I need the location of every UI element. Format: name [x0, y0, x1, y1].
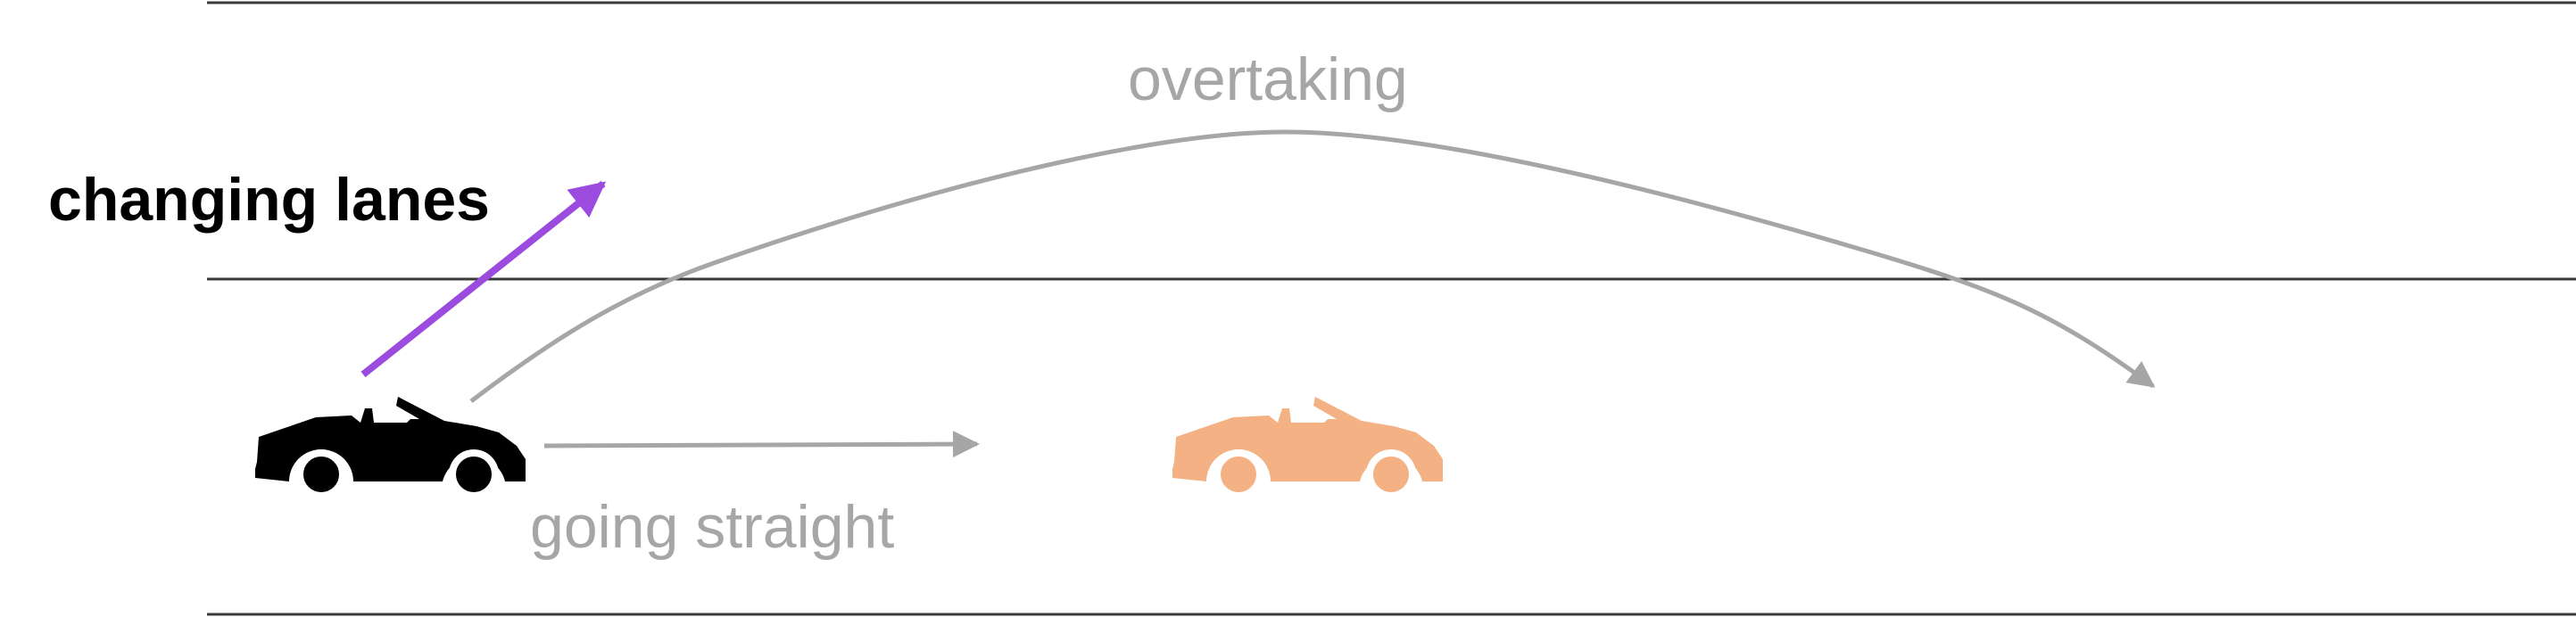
changing-lanes-label: changing lanes	[48, 166, 490, 234]
going-straight-label: going straight	[530, 493, 894, 561]
ego-car-wheels	[296, 449, 499, 499]
other-car-wheels	[1213, 449, 1416, 499]
other-car-icon	[1172, 397, 1443, 496]
ego-car-icon	[255, 397, 526, 496]
overtaking-arrow	[469, 129, 2156, 403]
overtaking-label: overtaking	[1128, 45, 1408, 113]
going-straight-arrow	[543, 431, 980, 458]
changing-lanes-arrow	[360, 180, 607, 378]
